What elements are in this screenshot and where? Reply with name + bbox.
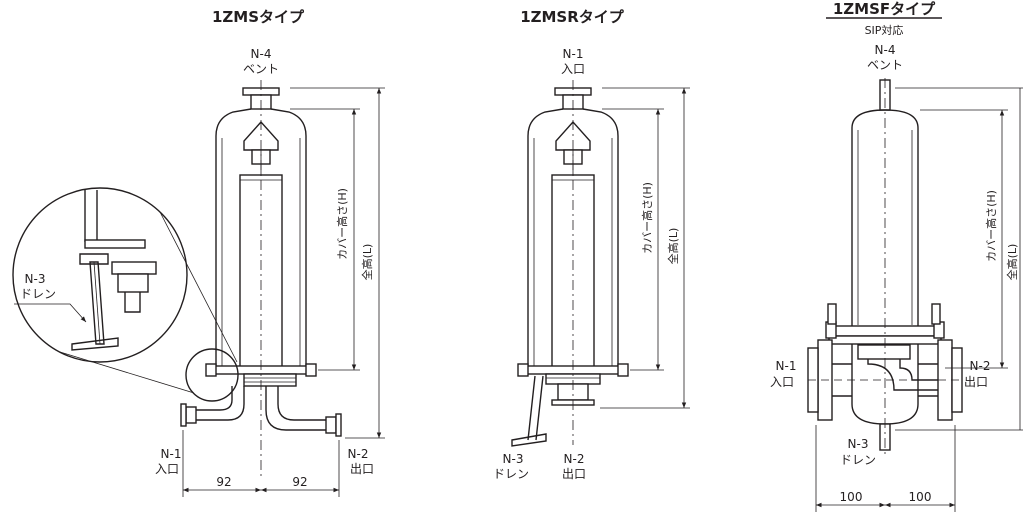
panel3-outlet-name: 出口: [964, 375, 988, 389]
panel1-total-height: 全高(L): [360, 244, 374, 281]
panel1-dim-left: 92: [216, 475, 231, 489]
panel3-n4-id: N-4: [875, 43, 896, 57]
panel3-drain-name: ドレン: [840, 453, 876, 467]
panel1-cover-height: カバー高さ(H): [335, 188, 349, 260]
panel1-title: 1ZMSタイプ: [212, 8, 305, 26]
panel3-n4-name: ベント: [867, 58, 903, 72]
panel1-drain-name: ドレン: [20, 287, 56, 301]
panel2-outlet-name: 出口: [562, 467, 586, 481]
panel3-cover-height: カバー高さ(H): [984, 190, 998, 262]
panel1-n4-name: ベント: [243, 62, 279, 76]
panel1-inlet-id: N-1: [161, 447, 182, 461]
panel2-vessel: [511, 87, 629, 447]
panel2-outlet-id: N-2: [564, 452, 585, 466]
panel-1zmsr: 1ZMSRタイプ N-1 入口 N-3: [493, 8, 690, 481]
panel2-total-height: 全高(L): [666, 228, 680, 265]
panel1-inlet-name: 入口: [155, 462, 179, 476]
panel3-dim-right: 100: [909, 490, 932, 504]
panel3-total-height: 全高(L): [1005, 244, 1019, 281]
panel3-outlet-id: N-2: [970, 359, 991, 373]
panel2-n1-name: 入口: [561, 62, 585, 76]
panel3-drain-id: N-3: [848, 437, 869, 451]
panel2-drain-id: N-3: [503, 452, 524, 466]
panel2-drain-name: ドレン: [493, 467, 529, 481]
panel2-cover-height: カバー高さ(H): [640, 182, 654, 254]
panel1-drain-id: N-3: [25, 272, 46, 286]
panel1-dim-right: 92: [292, 475, 307, 489]
panel3-subtitle: SIP対応: [865, 23, 904, 37]
panel2-n1-id: N-1: [563, 47, 584, 61]
panel1-n4-id: N-4: [251, 47, 272, 61]
panel1-outlet-name: 出口: [350, 462, 374, 476]
panel1-outlet-id: N-2: [348, 447, 369, 461]
panel3-title: 1ZMSFタイプ: [833, 0, 936, 18]
panel3-inlet-name: 入口: [770, 375, 794, 389]
panel3-dim-left: 100: [840, 490, 863, 504]
panel3-inlet-id: N-1: [776, 359, 797, 373]
panel1-drain-detail: [12, 187, 239, 402]
panel-1zmsf: 1ZMSFタイプ SIP対応 N-4 ベント: [770, 0, 1023, 512]
panel2-title: 1ZMSRタイプ: [520, 8, 625, 26]
panel-1zms: 1ZMSタイプ N-4 ベント: [12, 8, 385, 497]
